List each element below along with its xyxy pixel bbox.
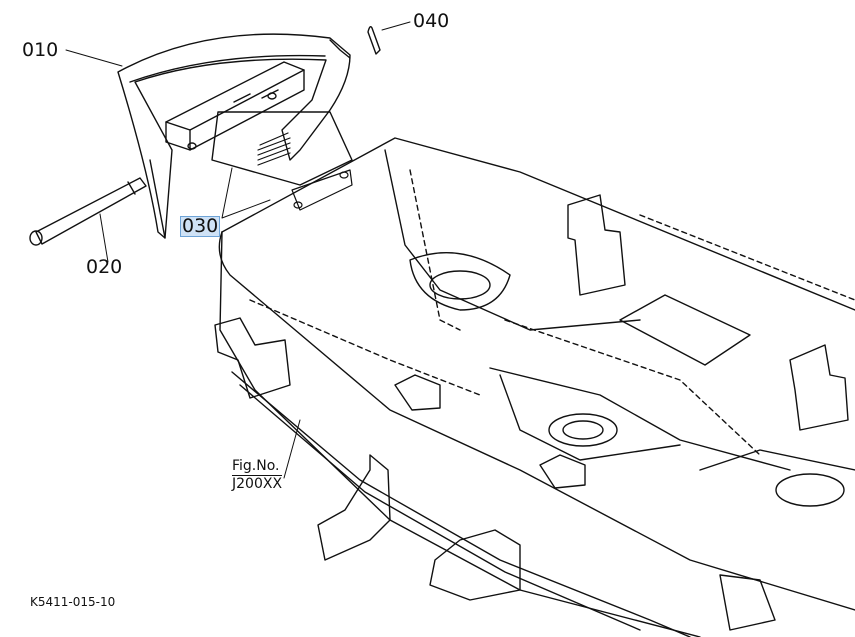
callout-030[interactable]: 030 [179,215,221,237]
figure-reference[interactable]: Fig.No. J200XX [232,458,283,493]
fig-ref-number: J200XX [232,475,283,492]
cotter-pin-part-040 [367,25,381,55]
mower-deck [214,137,855,637]
spring-part-030 [257,132,353,211]
fig-ref-label: Fig.No. [232,458,280,474]
seat-pan-part-010 [117,33,351,239]
callout-040[interactable]: 040 [413,10,450,32]
callout-020[interactable]: 020 [86,256,123,278]
catalog-code: K5411-015-10 [30,595,116,609]
pin-part-020 [29,177,147,246]
leader-lines [65,21,411,479]
hinge-block [165,61,353,186]
callout-010[interactable]: 010 [22,39,59,61]
